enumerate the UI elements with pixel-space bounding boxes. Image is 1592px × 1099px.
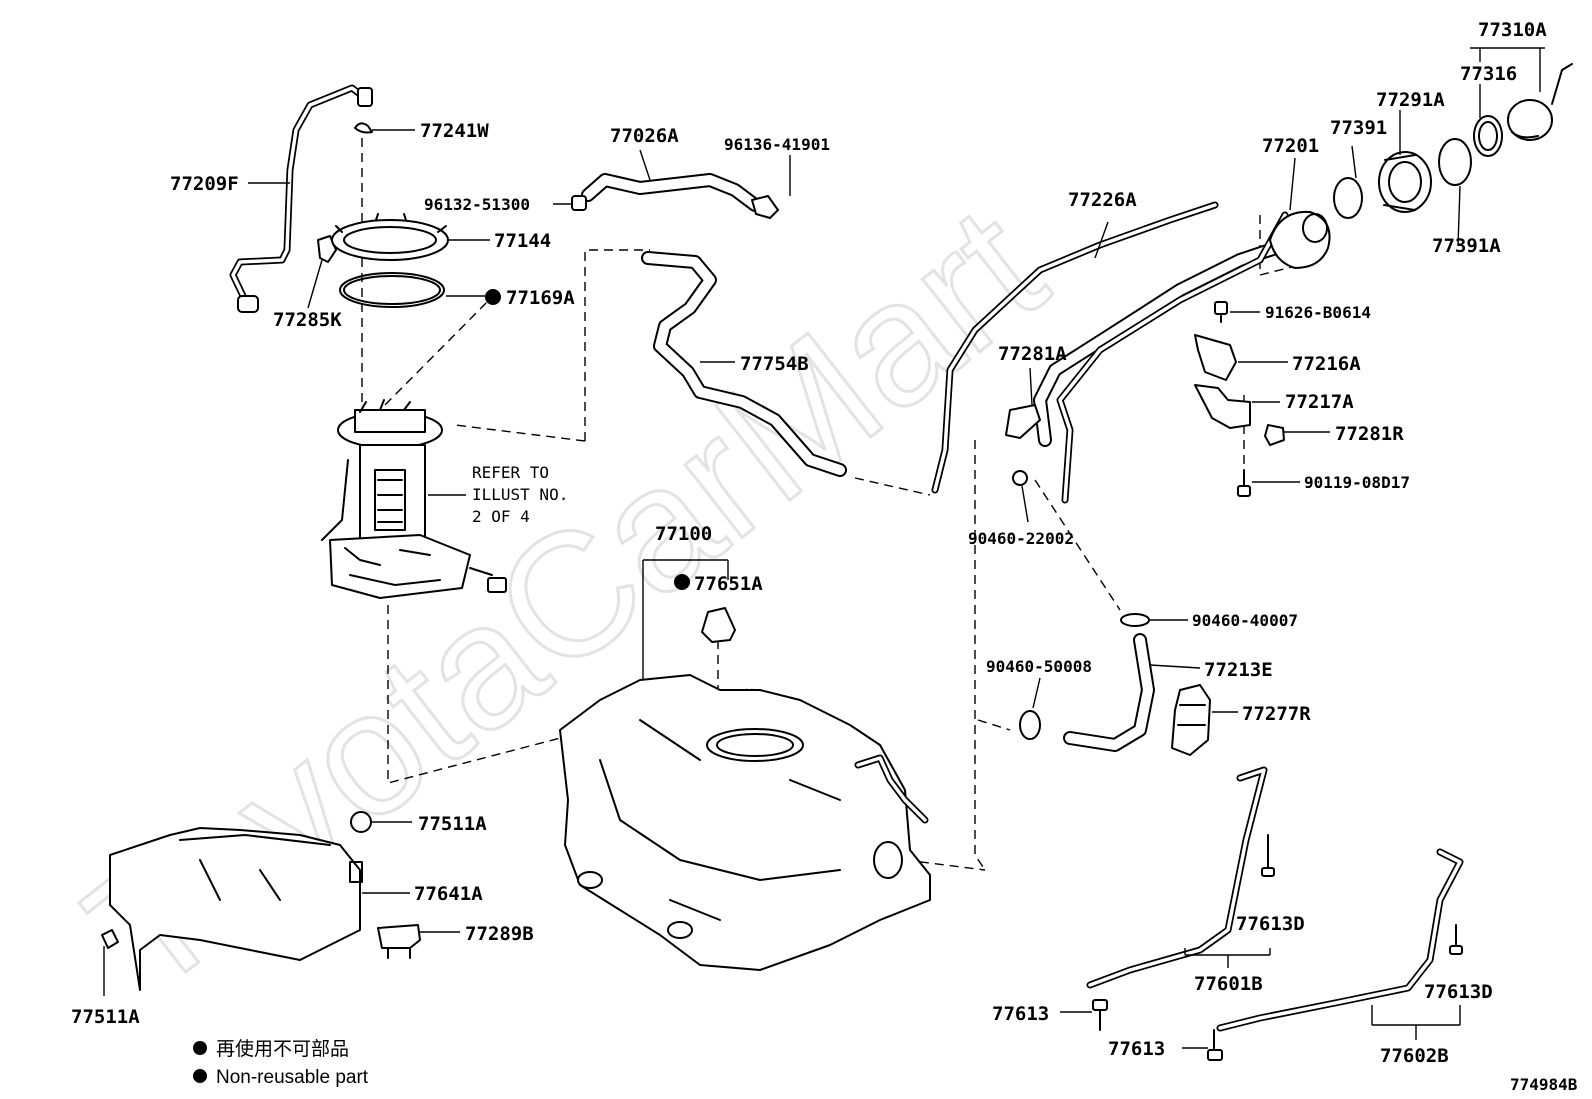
fuel-pump-assembly[interactable] [321,399,507,599]
strap-77601B[interactable] [1086,766,1268,989]
label-77026A[interactable]: 77026A [610,125,679,147]
clamp-96136-41901[interactable] [751,195,779,219]
label-77277R[interactable]: 77277R [1242,703,1311,725]
refer-note-line3: 2 OF 4 [472,507,530,526]
label-90460-40007[interactable]: 90460-40007 [1192,611,1298,630]
leader-lines [103,47,1545,1049]
label-96132-51300[interactable]: 96132-51300 [424,195,530,214]
bolt-91626-B0614[interactable] [1214,301,1228,323]
label-77641A[interactable]: 77641A [414,883,483,905]
label-77391[interactable]: 77391 [1330,117,1387,139]
bracket-77216A[interactable] [1194,334,1237,381]
clamp-96132-51300[interactable] [571,195,587,211]
ring-77391A[interactable] [1438,138,1472,186]
label-77511A-top[interactable]: 77511A [418,813,487,835]
label-77602B[interactable]: 77602B [1380,1045,1449,1067]
label-77216A[interactable]: 77216A [1292,353,1361,375]
strap-77602B[interactable] [1216,848,1464,1032]
refer-note-line2: ILLUST NO. [472,485,568,504]
clamp-90460-22002[interactable] [1012,470,1028,486]
label-77316[interactable]: 77316 [1460,63,1517,85]
fuel-line-77209F[interactable] [229,84,373,313]
fuel-tank-77100[interactable] [559,674,931,971]
label-77291A[interactable]: 77291A [1376,89,1445,111]
label-96136-41901[interactable]: 96136-41901 [724,135,830,154]
label-77201[interactable]: 77201 [1262,135,1319,157]
label-77613D-upper[interactable]: 77613D [1236,913,1305,935]
bolt-90119-08D17[interactable] [1237,469,1251,497]
bracket-77217A[interactable] [1194,384,1251,429]
non-reusable-dot-77169A [485,289,501,305]
legend: 再使用不可部品 Non-reusable part [193,1038,369,1088]
clip-77281R[interactable] [1264,424,1285,446]
legend-dot-english [193,1069,207,1083]
label-77226A[interactable]: 77226A [1068,189,1137,211]
bolt-77613D-lower[interactable] [1449,924,1463,955]
refer-note: REFER TO ILLUST NO. 2 OF 4 [472,463,568,526]
diagram-id: 774984B [1510,1075,1578,1094]
label-77613-lower[interactable]: 77613 [1108,1038,1165,1060]
label-77754B[interactable]: 77754B [740,353,809,375]
hose-77754B[interactable] [641,251,847,477]
label-77144[interactable]: 77144 [494,230,551,252]
label-90119-08D17[interactable]: 90119-08D17 [1304,473,1410,492]
bolt-77613-lower[interactable] [1207,1029,1223,1061]
legend-dot-japanese [193,1041,207,1055]
legend-english: Non-reusable part [216,1067,369,1088]
hose-77026A[interactable] [581,173,762,212]
filler-pipe-77226A[interactable] [931,201,1331,504]
gasket-77169A[interactable] [339,272,445,308]
label-90460-50008[interactable]: 90460-50008 [986,657,1092,676]
clip-77281A[interactable] [1005,404,1041,439]
fuel-cap-77310A[interactable] [1507,63,1573,141]
plug-77511A-top[interactable] [350,811,372,833]
clamp-90460-50008[interactable] [1019,710,1041,740]
legend-japanese: 再使用不可部品 [216,1038,349,1060]
ring-77391[interactable] [1333,177,1363,219]
label-77213E[interactable]: 77213E [1204,659,1273,681]
label-77310A[interactable]: 77310A [1478,19,1547,41]
hose-77213E[interactable] [1063,633,1155,752]
label-77601B[interactable]: 77601B [1194,973,1263,995]
refer-note-line1: REFER TO [472,463,549,482]
retainer-ring-77144[interactable] [331,213,449,261]
non-reusable-dot-77651A [674,574,690,590]
label-77209F[interactable]: 77209F [170,173,239,195]
label-77281A[interactable]: 77281A [998,343,1067,365]
bolt-77613D-upper[interactable] [1261,834,1275,877]
label-77285K[interactable]: 77285K [273,309,342,331]
label-77391A[interactable]: 77391A [1432,235,1501,257]
protector-77277R[interactable] [1171,684,1211,756]
protector-77641A[interactable] [109,827,363,991]
clamp-90460-40007[interactable] [1120,613,1150,627]
label-77651A[interactable]: 77651A [694,573,763,595]
label-77613-upper[interactable]: 77613 [992,1003,1049,1025]
label-77169A[interactable]: 77169A [506,287,575,309]
label-77241W[interactable]: 77241W [420,120,489,142]
bolt-77613-upper[interactable] [1092,999,1108,1031]
housing-77291A[interactable] [1378,151,1432,213]
label-77100[interactable]: 77100 [655,523,712,545]
gasket-77316[interactable] [1473,115,1503,157]
label-91626-B0614[interactable]: 91626-B0614 [1265,303,1371,322]
plug-77511A-bottom[interactable] [101,929,119,949]
label-90460-22002[interactable]: 90460-22002 [968,529,1074,548]
label-77217A[interactable]: 77217A [1285,391,1354,413]
label-77613D-lower[interactable]: 77613D [1424,981,1493,1003]
clip-77241W[interactable] [354,122,373,134]
clip-77289B[interactable] [377,924,421,959]
label-77511A-bottom[interactable]: 77511A [71,1006,140,1028]
label-77289B[interactable]: 77289B [465,923,534,945]
seal-77651A[interactable] [701,607,736,643]
non-reusable-markers [485,289,690,590]
part-labels: 77310A 77316 77291A 77391 77201 77391A 7… [71,19,1547,1067]
label-77281R[interactable]: 77281R [1335,423,1404,445]
